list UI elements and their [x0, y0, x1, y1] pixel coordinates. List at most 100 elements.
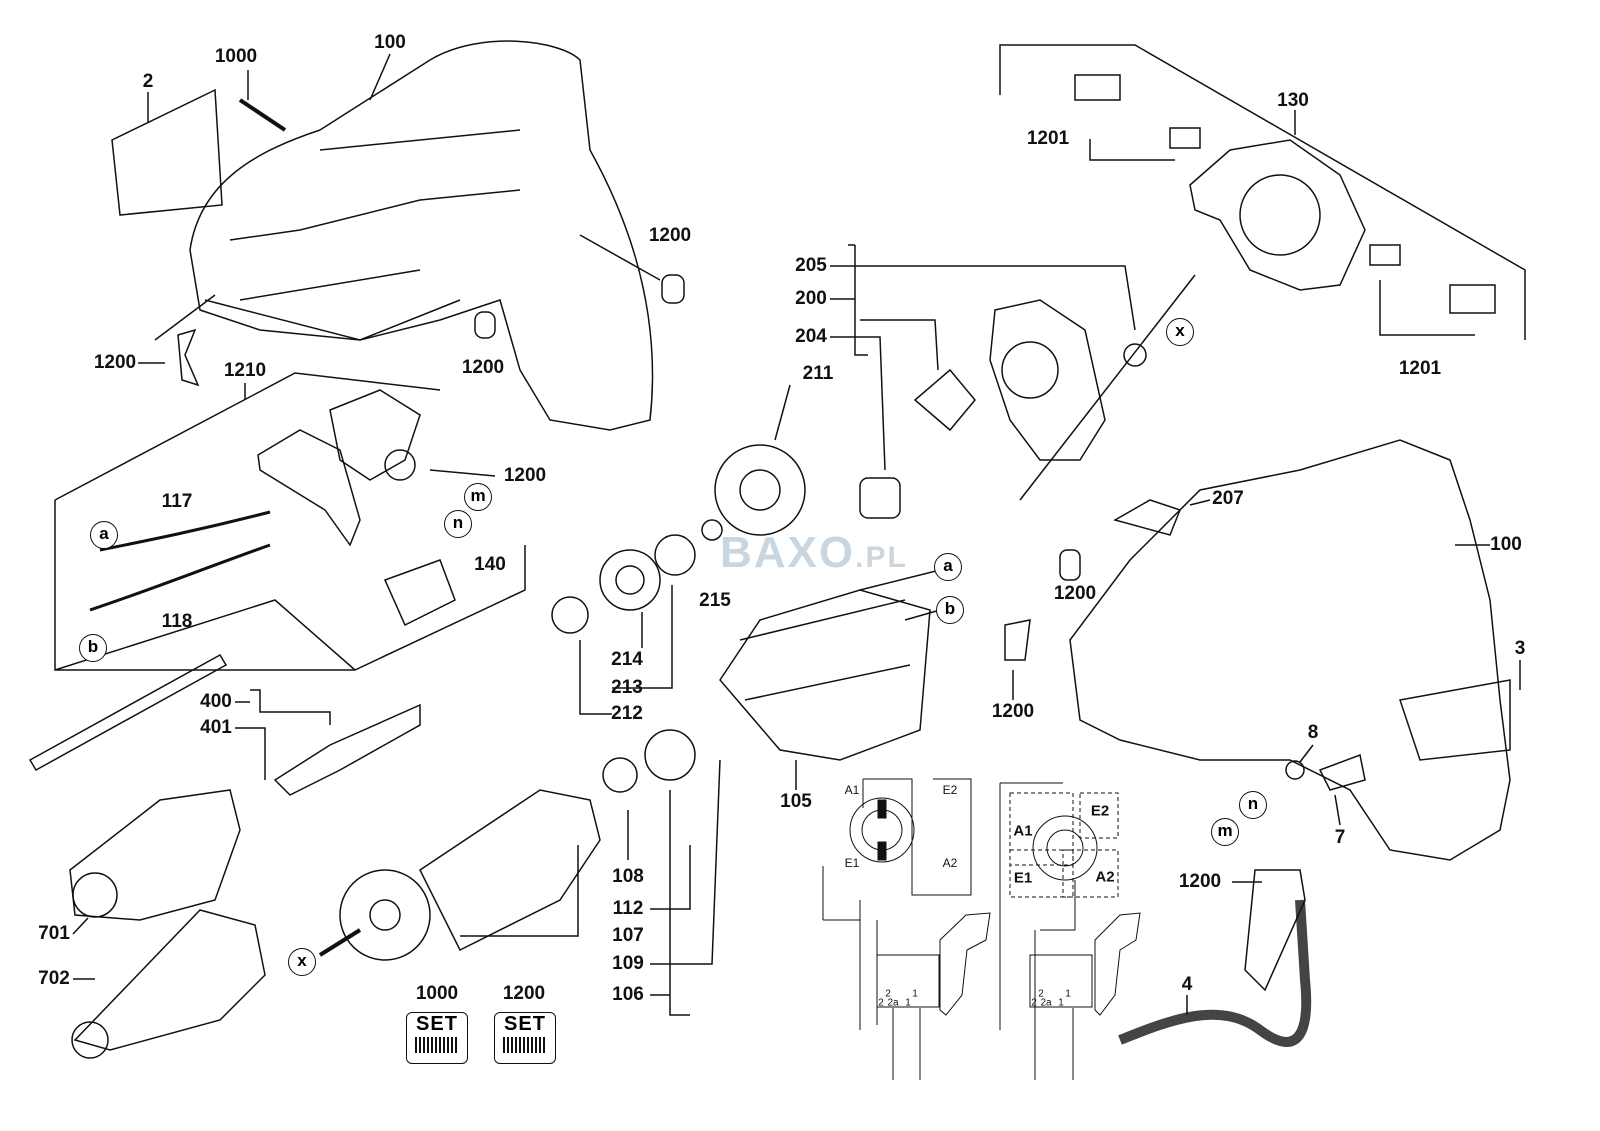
- callout-label: 1201: [1398, 358, 1442, 379]
- callout-label: 3: [1514, 638, 1526, 659]
- callout-label: 211: [802, 363, 834, 384]
- gear-211: [714, 444, 806, 536]
- watermark-suffix: .PL: [855, 541, 908, 574]
- callout-label: 2: [142, 71, 154, 92]
- field-coil-105: [719, 589, 931, 761]
- pin-set-icon: [503, 1037, 547, 1053]
- set-label: SET: [416, 1013, 458, 1035]
- callout-label: 204: [795, 326, 827, 347]
- connector-marker: m: [1211, 818, 1239, 846]
- callout-label: 130: [1277, 90, 1309, 111]
- callout-label: 140: [474, 554, 506, 575]
- set-label: SET: [504, 1013, 546, 1035]
- callout-label: 215: [699, 590, 731, 611]
- callout-label: 100: [374, 32, 406, 53]
- chuck-key: [28, 653, 228, 772]
- switch-pin-label: 2: [878, 997, 884, 1009]
- switch-pin-label: 2: [885, 988, 891, 1000]
- callout-label: 213: [611, 677, 643, 698]
- callout-label: 117: [161, 491, 193, 512]
- callout-label: 401: [200, 717, 232, 738]
- callout-label: 1200: [648, 225, 692, 246]
- switch-pin-label: 1: [905, 997, 911, 1009]
- switch-pin-label: 1: [1058, 997, 1064, 1009]
- callout-label: 109: [612, 953, 644, 974]
- switch-pin-label: 2: [1038, 988, 1044, 1000]
- terminal-label: E1: [844, 856, 860, 870]
- connector-marker: n: [1239, 791, 1267, 819]
- terminal-label: E1: [1013, 869, 1033, 887]
- callout-label: 112: [612, 898, 644, 919]
- power-cable-4: [1118, 899, 1312, 1047]
- spindle-400: [273, 703, 421, 796]
- switch-pin-label: 2a: [887, 997, 899, 1009]
- pin-1200: [661, 274, 685, 304]
- callout-label: 400: [200, 691, 232, 712]
- callout-label: 702: [38, 968, 70, 989]
- housing-right-half: [1069, 439, 1511, 861]
- keyed-chuck-701: [69, 789, 241, 921]
- callout-label: 200: [795, 288, 827, 309]
- callout-label: 107: [612, 925, 644, 946]
- connector-marker: x: [1166, 318, 1194, 346]
- callout-label: 701: [38, 923, 70, 944]
- connector-marker: m: [464, 483, 492, 511]
- callout-label: 106: [612, 984, 644, 1005]
- switch-pin-label: 2: [1031, 997, 1037, 1009]
- callout-label: 1000: [214, 46, 258, 67]
- armature-107: [419, 789, 601, 952]
- watermark-brand: BAXO: [720, 528, 856, 577]
- ball-bearing-214: [599, 549, 661, 611]
- callout-label: 1200: [502, 983, 546, 1004]
- terminal-label: A2: [1095, 868, 1115, 886]
- label-plate-2: [111, 88, 223, 216]
- pin-set-badge: SET: [494, 1012, 556, 1064]
- callout-label: 1000: [415, 983, 459, 1004]
- callout-label: 8: [1307, 722, 1319, 743]
- pinion-204: [913, 368, 976, 432]
- callout-label: 1200: [991, 701, 1035, 722]
- housing-left-half: [189, 40, 654, 431]
- callout-label: 214: [611, 649, 643, 670]
- watermark: BAXO.PL: [720, 528, 908, 578]
- connector-marker: x: [288, 948, 316, 976]
- connector-marker: a: [934, 553, 962, 581]
- screw-icon: [415, 1037, 459, 1053]
- callout-label: 1201: [1026, 128, 1070, 149]
- trigger-207: [1113, 499, 1181, 536]
- capacitor-140: [383, 559, 456, 627]
- switch-assembly: [257, 389, 421, 547]
- callout-label: 1200: [1178, 871, 1222, 892]
- callout-label: 100: [1490, 534, 1522, 555]
- callout-label: 105: [780, 791, 812, 812]
- connector-marker: b: [936, 596, 964, 624]
- terminal-label: A2: [942, 856, 958, 870]
- screw-set-badge: SET: [406, 1012, 468, 1064]
- terminal-label: E2: [1090, 802, 1110, 820]
- callout-label: 1200: [503, 465, 547, 486]
- callout-label: 212: [611, 703, 643, 724]
- brush-holder-130: [1189, 139, 1366, 291]
- terminal-label: E2: [942, 783, 958, 797]
- callout-label: 1210: [223, 360, 267, 381]
- connector-marker: a: [90, 521, 118, 549]
- switch-pin-label: 2a: [1040, 997, 1052, 1009]
- callout-label: 1200: [1053, 583, 1097, 604]
- terminal-label: A1: [1013, 822, 1033, 840]
- connector-marker: n: [444, 510, 472, 538]
- callout-label: 118: [161, 611, 193, 632]
- callout-label: 205: [795, 255, 827, 276]
- switch-pin-label: 1: [1065, 988, 1071, 1000]
- callout-label: 1200: [93, 352, 137, 373]
- callout-label: 4: [1181, 974, 1193, 995]
- terminal-label: A1: [844, 783, 860, 797]
- callout-label: 108: [612, 866, 644, 887]
- keyless-chuck-702: [73, 909, 266, 1051]
- gear-housing-200: [989, 299, 1106, 461]
- callout-label: 7: [1334, 827, 1346, 848]
- switch-pin-label: 1: [912, 988, 918, 1000]
- cable-clamp: [1318, 753, 1366, 791]
- connector-marker: b: [79, 634, 107, 662]
